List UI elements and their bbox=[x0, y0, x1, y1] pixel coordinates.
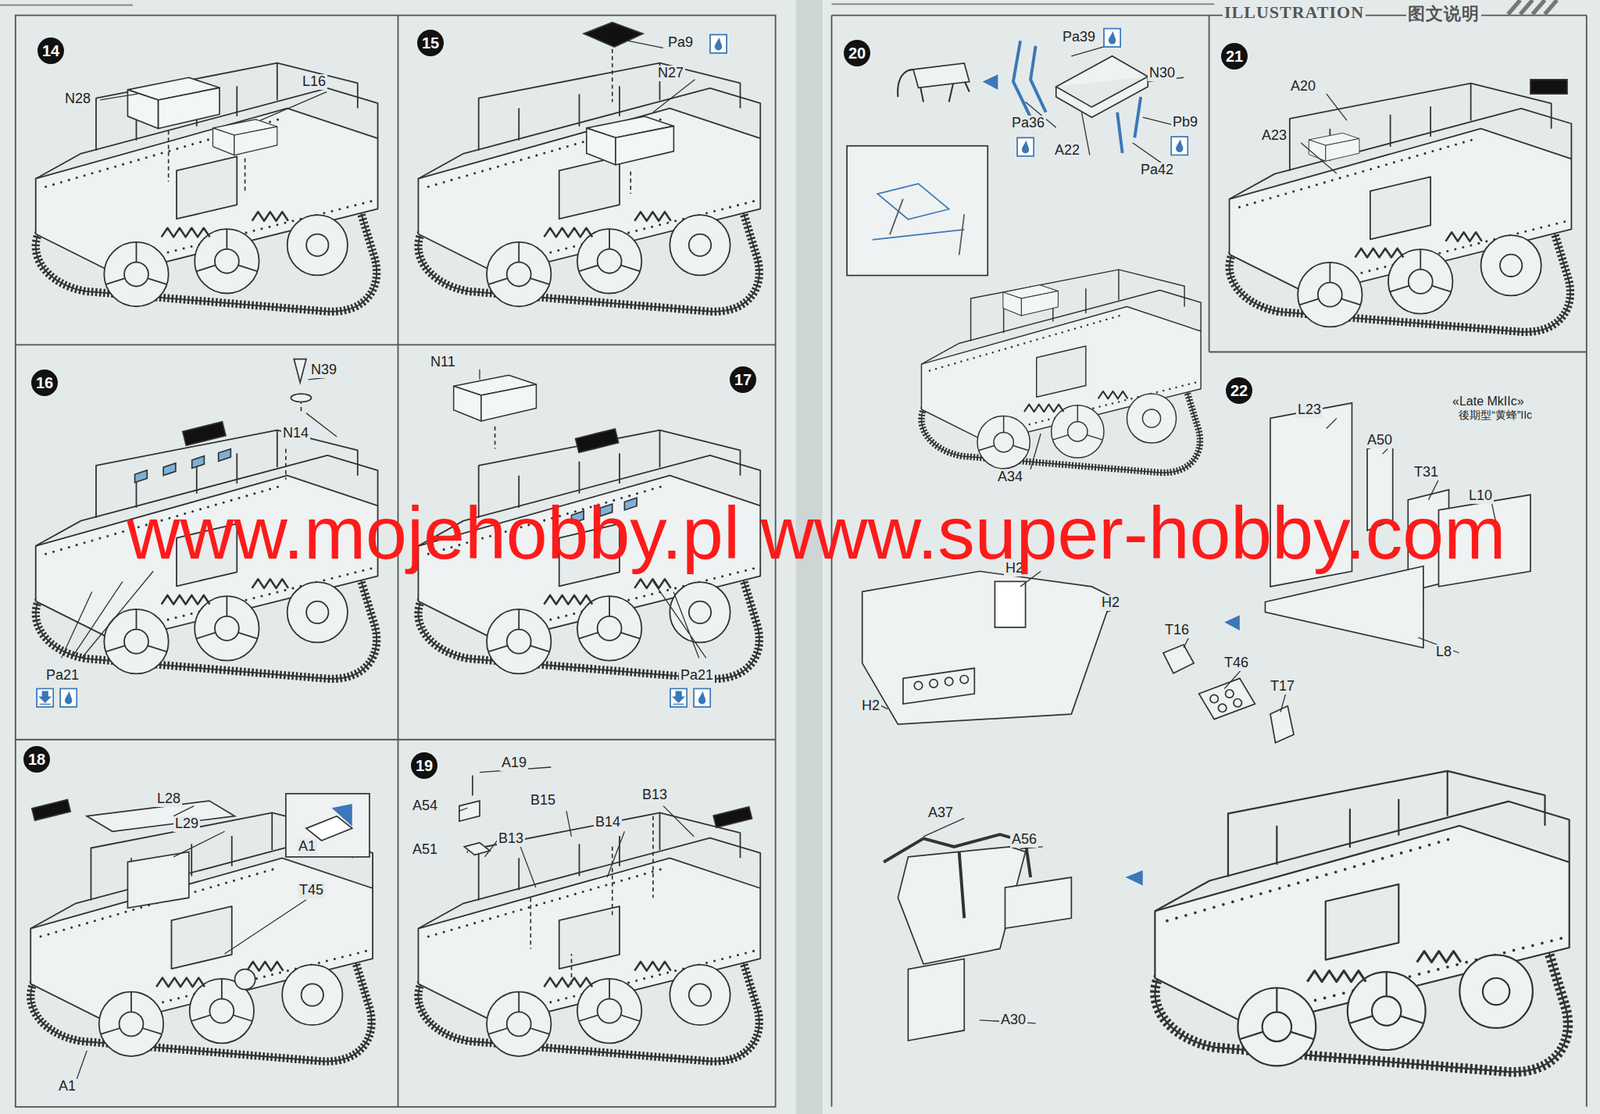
part-label: Pa21 bbox=[678, 667, 715, 684]
part-label: Pa21 bbox=[44, 667, 81, 684]
part-label: A23 bbox=[1260, 128, 1289, 144]
part-label: L29 bbox=[173, 816, 200, 833]
part-label: A1 bbox=[57, 1078, 78, 1095]
part-label: T17 bbox=[1268, 678, 1297, 695]
part-label: A19 bbox=[500, 755, 529, 772]
part-label: N14 bbox=[281, 425, 311, 442]
part-label: Pb9 bbox=[1171, 114, 1200, 131]
part-label: T45 bbox=[297, 882, 325, 899]
step-number: 19 bbox=[410, 752, 438, 779]
part-label: L16 bbox=[300, 74, 328, 90]
step-number: 20 bbox=[843, 39, 871, 67]
part-label: A51 bbox=[410, 842, 440, 858]
step-number: 22 bbox=[1225, 377, 1253, 404]
header-text: ILLUSTRATION bbox=[1222, 2, 1366, 23]
part-label: A34 bbox=[996, 469, 1025, 486]
part-label: T46 bbox=[1222, 655, 1250, 672]
part-label: Pa42 bbox=[1139, 162, 1175, 179]
part-label: N39 bbox=[309, 362, 339, 379]
step-number: 21 bbox=[1221, 42, 1248, 70]
variant-note: «Late MkIIc» bbox=[1450, 394, 1526, 409]
part-label: N27 bbox=[656, 65, 686, 82]
part-label: N30 bbox=[1147, 65, 1177, 82]
step-number: 14 bbox=[37, 37, 65, 65]
part-label: B14 bbox=[593, 814, 622, 831]
step-number: 17 bbox=[729, 366, 757, 393]
part-label: Pa39 bbox=[1060, 29, 1097, 46]
parts-drawings bbox=[32, 22, 1568, 1041]
part-label: T31 bbox=[1412, 464, 1440, 481]
header-text: 图文说明 bbox=[1406, 2, 1482, 26]
part-label: A22 bbox=[1053, 142, 1082, 159]
watermark: www.mojehobby.pl www.super-hobby.com bbox=[126, 492, 1506, 575]
part-label: B15 bbox=[528, 792, 558, 809]
part-label: A37 bbox=[926, 805, 955, 822]
part-label: L23 bbox=[1296, 402, 1323, 418]
paint-icons bbox=[36, 28, 1188, 708]
part-label: L8 bbox=[1434, 644, 1454, 661]
part-label: A50 bbox=[1365, 432, 1394, 449]
step-number-text: 16 bbox=[35, 374, 54, 393]
part-label: Pa36 bbox=[1010, 115, 1047, 132]
step-number-text: 18 bbox=[28, 750, 46, 769]
step-number-text: 20 bbox=[848, 44, 866, 63]
step-number: 16 bbox=[31, 369, 58, 397]
step-number-text: 21 bbox=[1225, 47, 1243, 66]
part-label: B13 bbox=[640, 787, 669, 804]
part-label: N11 bbox=[428, 354, 458, 371]
step-number: 18 bbox=[23, 746, 50, 773]
part-label: A56 bbox=[1010, 832, 1039, 848]
vehicle-drawings bbox=[30, 63, 1572, 1073]
step-number-text: 14 bbox=[42, 42, 60, 61]
part-label: B13 bbox=[496, 831, 525, 847]
part-label: T16 bbox=[1163, 622, 1191, 639]
part-label: Pa9 bbox=[666, 35, 695, 51]
part-label: A30 bbox=[999, 1012, 1028, 1029]
step-number-text: 15 bbox=[421, 34, 440, 53]
part-label: H2 bbox=[1100, 595, 1122, 611]
part-label: A54 bbox=[410, 798, 440, 815]
step-number-text: 19 bbox=[415, 757, 433, 775]
part-label: H2 bbox=[860, 698, 882, 715]
part-label: A20 bbox=[1289, 78, 1318, 95]
step-number-text: 17 bbox=[734, 371, 752, 390]
step-number: 15 bbox=[417, 29, 444, 57]
part-label: A1 bbox=[296, 839, 318, 855]
step-number-text: 22 bbox=[1230, 382, 1248, 400]
variant-note: 後期型“黄蜂”IIc bbox=[1457, 409, 1534, 422]
part-label: L28 bbox=[155, 791, 183, 808]
part-label: N28 bbox=[63, 91, 93, 108]
